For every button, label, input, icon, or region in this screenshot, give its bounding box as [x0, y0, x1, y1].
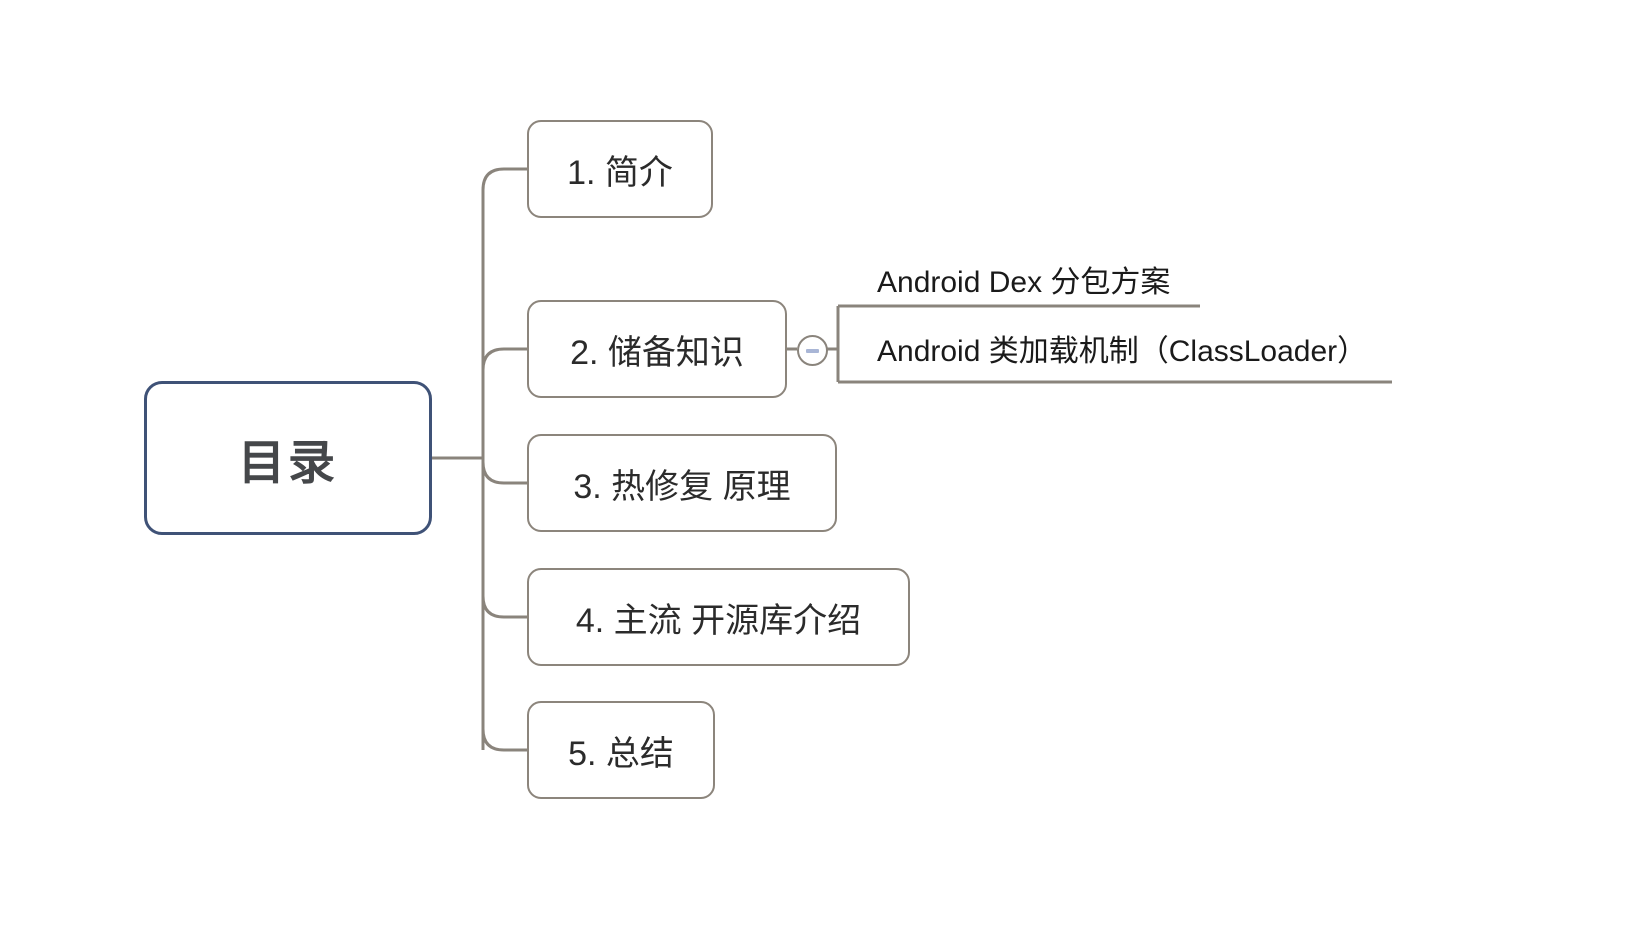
sub-branch-label-1[interactable]: Android Dex 分包方案 — [877, 266, 1171, 299]
connector-to-node-3 — [481, 461, 527, 485]
connector-to-node-5 — [481, 728, 527, 752]
branch-node-1[interactable]: 1. 简介 — [527, 120, 713, 218]
branch-node-2[interactable]: 2. 储备知识 — [527, 300, 787, 398]
branch-node-4-label: 4. 主流 开源库介绍 — [575, 601, 862, 640]
branch-node-5-label: 5. 总结 — [568, 734, 674, 773]
minus-glyph — [806, 348, 819, 353]
connector-to-node-2 — [481, 347, 527, 371]
branch-node-2-label: 2. 储备知识 — [570, 333, 744, 372]
collapse-minus-icon[interactable] — [797, 335, 828, 366]
connector-to-node-4 — [481, 595, 527, 619]
sub-branch-label-2[interactable]: Android 类加载机制（ClassLoader） — [877, 335, 1368, 368]
branch-node-1-label: 1. 简介 — [567, 153, 673, 192]
branch-node-3-label: 3. 热修复 原理 — [573, 467, 791, 506]
branch-node-5[interactable]: 5. 总结 — [527, 701, 715, 799]
root-node-label: 目录 — [238, 435, 338, 489]
branch-node-4[interactable]: 4. 主流 开源库介绍 — [527, 568, 910, 666]
connector-to-node-1 — [481, 167, 527, 191]
branch-node-3[interactable]: 3. 热修复 原理 — [527, 434, 837, 532]
root-node[interactable]: 目录 — [144, 381, 432, 535]
